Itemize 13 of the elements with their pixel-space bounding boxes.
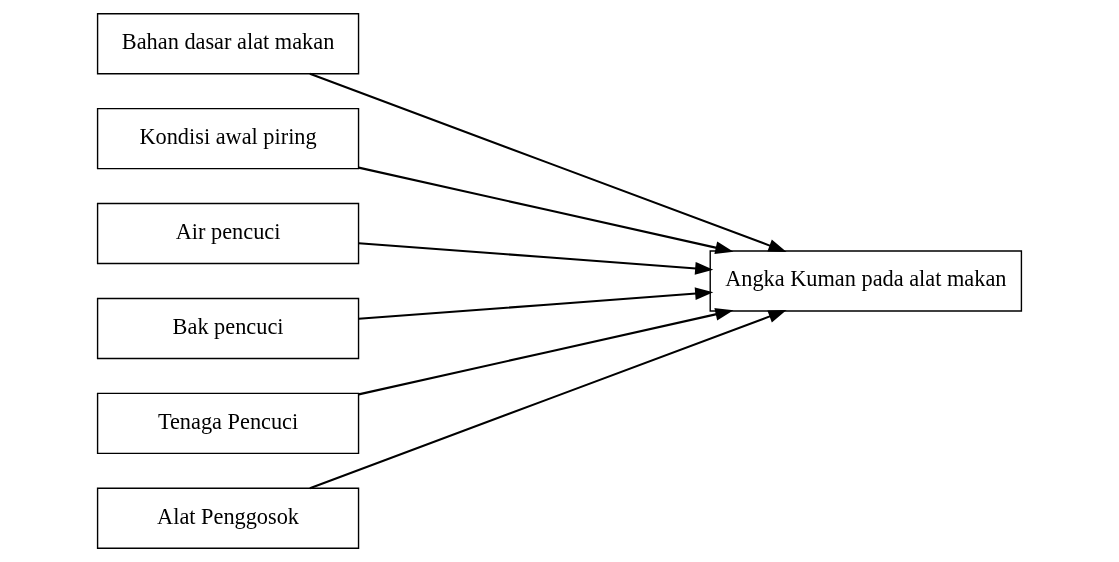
arrow: [358, 166, 734, 254]
arrow: [309, 310, 787, 490]
node-box: Angka Kuman pada alat makan: [709, 250, 1023, 312]
node-box: Air pencuci: [96, 202, 360, 265]
node-box: Tenaga Pencuci: [96, 392, 360, 455]
node-box: Alat Penggosok: [96, 487, 360, 549]
arrow: [358, 242, 714, 275]
arrow: [309, 72, 787, 252]
arrow: [358, 308, 734, 396]
node-box: Bahan dasar alat makan: [96, 13, 360, 75]
node-box: Bak pencuci: [96, 297, 360, 360]
node-box: Kondisi awal piring: [96, 107, 360, 170]
arrow: [358, 287, 714, 320]
